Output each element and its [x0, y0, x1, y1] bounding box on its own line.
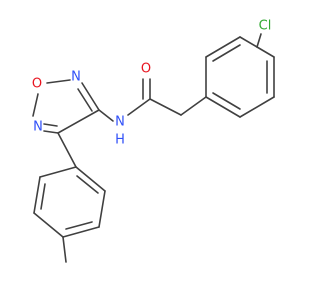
bond — [43, 123, 58, 127]
atom-label: N — [115, 115, 125, 130]
atom-n-ring-left: N — [33, 120, 43, 135]
bond — [75, 166, 106, 192]
bond — [62, 226, 100, 238]
bond — [57, 132, 77, 168]
bond — [149, 98, 182, 116]
atom-n-amide: N H — [115, 115, 125, 148]
bond — [256, 33, 262, 48]
bond — [239, 96, 275, 118]
bond — [32, 93, 39, 117]
oxadiazole-ring — [32, 79, 100, 134]
bond — [76, 175, 99, 194]
atom-o-carbonyl: O — [141, 62, 151, 77]
atom-label: O — [141, 62, 151, 77]
bond — [212, 92, 241, 110]
molecule-structure: Cl O N H N O N — [32, 19, 275, 263]
bond — [57, 109, 100, 134]
molecule-canvas: Cl O N H N O N — [31, 18, 275, 263]
chlorophenyl-ring — [205, 36, 275, 118]
atom-label: H — [115, 133, 125, 148]
atom-label: Cl — [259, 19, 272, 34]
atom-n-ring-top: N — [71, 70, 81, 85]
atom-cl: Cl — [259, 19, 272, 34]
bond — [212, 44, 241, 62]
bond — [65, 221, 93, 230]
atom-label: N — [71, 70, 81, 85]
bond — [127, 98, 151, 116]
bond — [98, 109, 114, 122]
bond — [239, 36, 258, 48]
bond — [33, 176, 41, 214]
bond — [39, 166, 77, 178]
bond — [40, 183, 46, 210]
bond — [81, 82, 100, 111]
atom-o-ring: O — [32, 77, 42, 92]
bond — [62, 236, 67, 263]
bond — [205, 96, 241, 118]
atom-label: O — [32, 77, 42, 92]
bond — [256, 46, 275, 58]
bond — [43, 130, 59, 134]
bond — [98, 190, 106, 228]
bond — [180, 96, 207, 116]
bond — [46, 79, 71, 84]
bond — [77, 88, 93, 112]
atom-label: N — [33, 120, 43, 135]
bond — [205, 36, 241, 58]
bond — [33, 212, 64, 238]
tolyl-ring — [33, 166, 106, 238]
